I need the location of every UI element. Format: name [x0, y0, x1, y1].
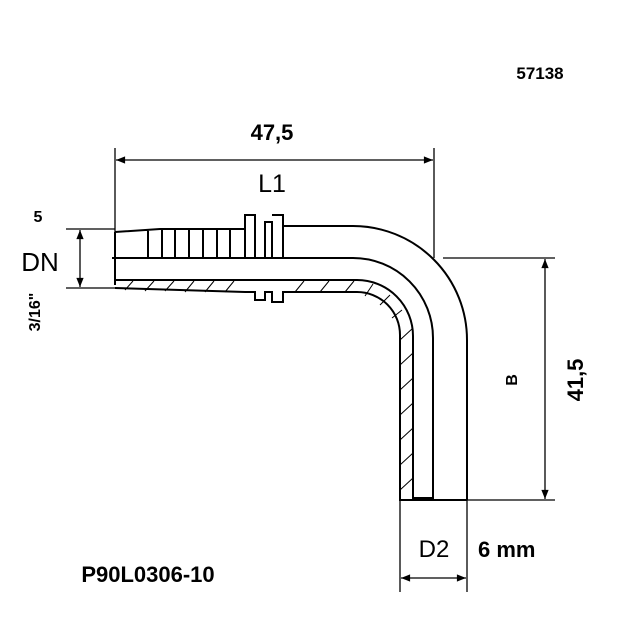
- d2-value: 6 mm: [478, 537, 535, 562]
- dn-dimension: 5 DN 3/16": [21, 209, 115, 331]
- l1-label: L1: [258, 170, 286, 198]
- dn-value: 5: [34, 209, 43, 226]
- b-value: 41,5: [563, 359, 588, 402]
- article-number: 57138: [516, 64, 563, 83]
- b-dimension: B 41,5: [467, 259, 588, 501]
- dn-label: DN: [21, 247, 59, 277]
- l1-dimension: 47,5 L1: [114, 120, 435, 258]
- d2-label: D2: [419, 536, 450, 563]
- b-label: B: [504, 374, 521, 386]
- part-code: P90L0306-10: [81, 562, 214, 587]
- elbow-fitting: [112, 214, 555, 501]
- l1-value: 47,5: [251, 120, 294, 145]
- dn-inch: 3/16": [27, 293, 44, 332]
- d2-dimension: D2 6 mm: [399, 500, 535, 592]
